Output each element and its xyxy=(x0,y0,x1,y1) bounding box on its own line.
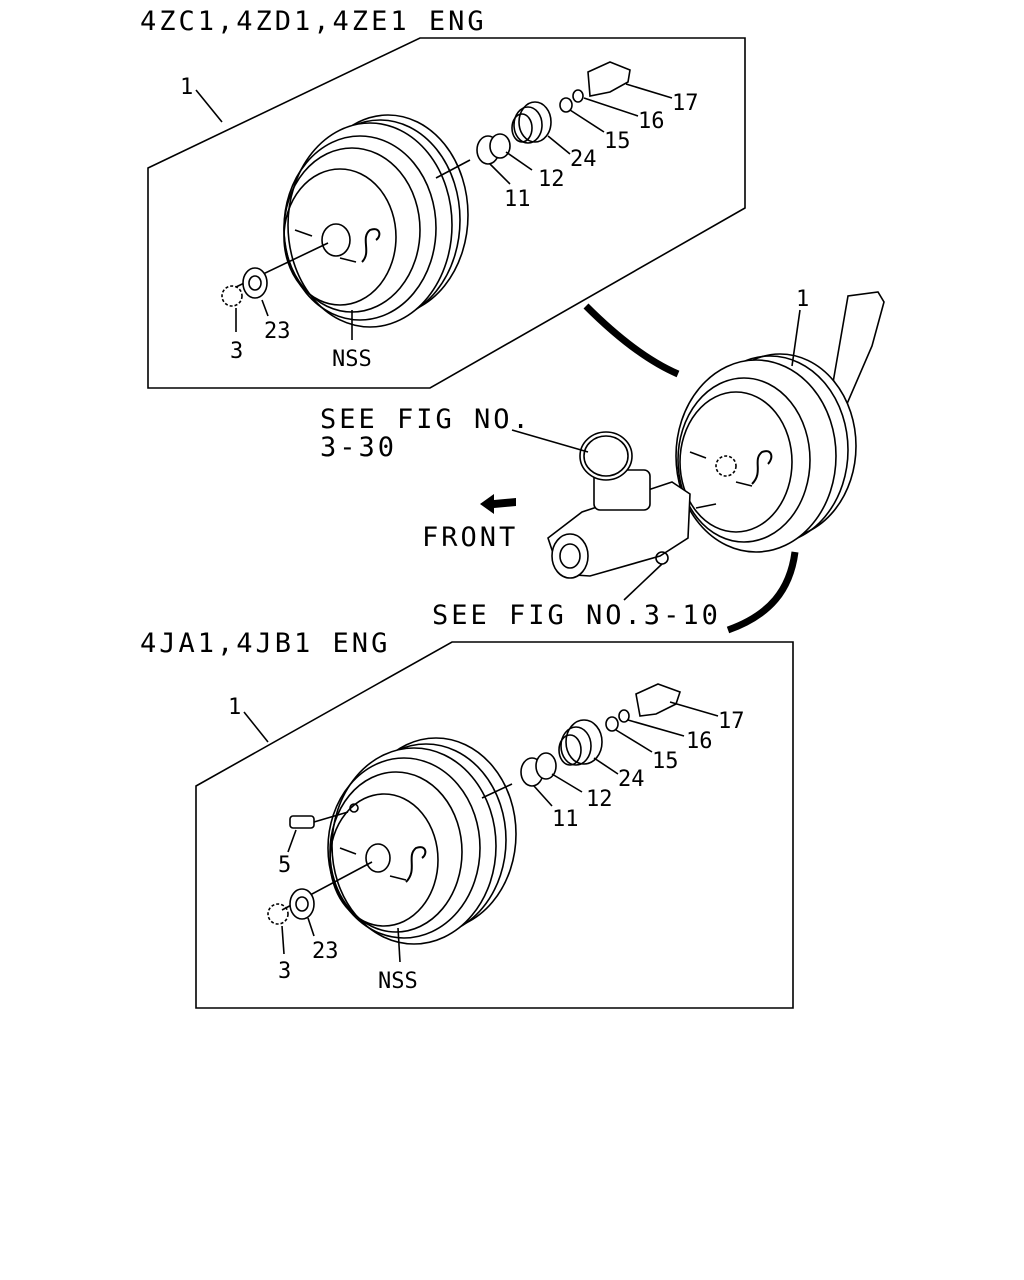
bottom-label-3: 3 xyxy=(278,959,291,984)
bottom-label-12: 12 xyxy=(586,787,613,812)
see-fig-3-10: SEE FIG NO.3-10 xyxy=(432,600,721,631)
top-label-17: 17 xyxy=(672,91,699,116)
top-part-16 xyxy=(572,89,584,103)
top-label-24: 24 xyxy=(570,147,597,172)
upper-flow-arc xyxy=(583,303,680,378)
see-fig-3-30-line2: 3-30 xyxy=(320,432,397,463)
middle-booster xyxy=(675,291,885,553)
bottom-label-11: 11 xyxy=(552,807,579,832)
bottom-booster xyxy=(327,737,517,945)
middle-label-1: 1 xyxy=(796,287,809,312)
top-label-12: 12 xyxy=(538,167,565,192)
reservoir-cap xyxy=(579,431,633,481)
bottom-panel: 4JA1,4JB1 ENG xyxy=(140,628,794,1009)
front-arrow xyxy=(480,494,516,514)
top-label-nss: NSS xyxy=(332,347,372,372)
top-part-3 xyxy=(221,285,243,307)
bottom-label-23: 23 xyxy=(312,939,339,964)
bottom-part-15 xyxy=(605,716,619,732)
top-panel-frame xyxy=(147,37,746,389)
bottom-part-3 xyxy=(267,903,289,925)
master-cylinder xyxy=(547,431,717,579)
top-part-17-clevis xyxy=(587,61,631,97)
top-label-11: 11 xyxy=(504,187,531,212)
top-panel-title: 4ZC1,4ZD1,4ZE1 ENG xyxy=(140,6,487,37)
bottom-part-23 xyxy=(289,888,315,920)
top-part-23 xyxy=(242,267,268,299)
top-label-3: 3 xyxy=(230,339,243,364)
top-part-15 xyxy=(559,97,573,113)
top-part-24-boot xyxy=(518,101,552,143)
bottom-panel-frame xyxy=(195,641,794,1009)
bottom-part-16 xyxy=(618,709,630,723)
bottom-label-15: 15 xyxy=(652,749,679,774)
bottom-label-5: 5 xyxy=(278,853,291,878)
bottom-panel-title: 4JA1,4JB1 ENG xyxy=(140,628,390,659)
bottom-part-17-clevis xyxy=(635,683,682,717)
top-booster xyxy=(283,114,471,328)
bottom-label-24: 24 xyxy=(618,767,645,792)
bottom-label-1: 1 xyxy=(228,695,241,720)
front-label: FRONT xyxy=(422,522,518,553)
bottom-label-16: 16 xyxy=(686,729,713,754)
top-label-23: 23 xyxy=(264,319,291,344)
top-label-1: 1 xyxy=(180,75,193,100)
top-label-15: 15 xyxy=(604,129,631,154)
bottom-part-24-boot xyxy=(565,719,603,765)
top-label-16: 16 xyxy=(638,109,665,134)
bottom-label-nss: NSS xyxy=(378,969,418,994)
see-fig-3-30-line1: SEE FIG NO. xyxy=(320,404,532,435)
bottom-label-17: 17 xyxy=(718,709,745,734)
top-panel: 4ZC1,4ZD1,4ZE1 ENG xyxy=(140,6,746,389)
lower-flow-arc xyxy=(726,551,799,634)
bottom-part-5-vacuum-sensor xyxy=(289,811,349,829)
middle-assembly: 1 SEE FIG NO. 3-30 FRONT SEE FIG NO.3-10 xyxy=(320,287,885,634)
